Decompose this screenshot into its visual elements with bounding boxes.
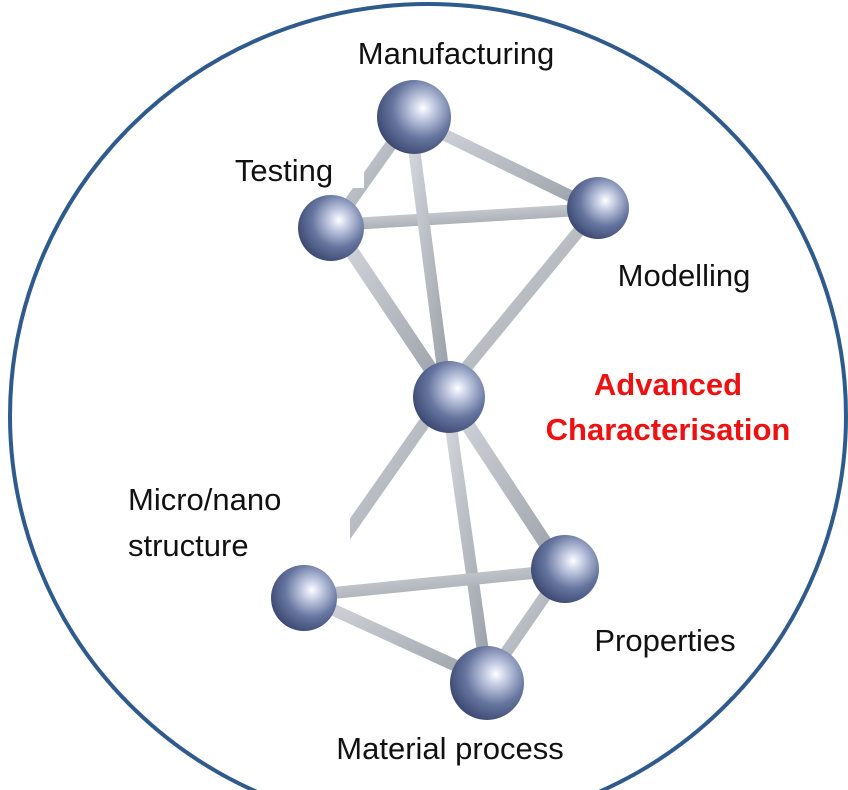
- label-manufacturing: Manufacturing: [358, 36, 554, 71]
- rod-manufacturing-center: [404, 112, 452, 398]
- outer-circle: [8, 2, 848, 790]
- label-testing: Testing: [235, 153, 333, 188]
- label-mask-testing: [218, 140, 364, 188]
- label-properties: Properties: [594, 623, 735, 658]
- label-advanced-line1: Advanced: [594, 367, 742, 402]
- label-advanced-line2: Characterisation: [546, 412, 791, 447]
- label-material-process: Material process: [336, 731, 563, 766]
- rods-upper: [327, 112, 603, 399]
- label-micro-line2: structure: [128, 528, 249, 563]
- sphere-testing: [298, 195, 364, 261]
- sphere-modelling: [567, 177, 629, 239]
- rod-micro-properties: [297, 564, 569, 602]
- label-micro-line1: Micro/nano: [128, 482, 281, 517]
- label-mask-micro: [118, 478, 350, 574]
- rod-testing-modelling: [328, 203, 603, 231]
- sphere-properties: [531, 535, 599, 603]
- sphere-manufacturing: [377, 80, 451, 154]
- rod-center-process: [440, 386, 493, 686]
- sphere-micro: [271, 565, 337, 631]
- rod-modelling-center: [440, 203, 603, 398]
- label-modelling: Modelling: [618, 258, 751, 293]
- spheres: [271, 80, 629, 720]
- sphere-center: [413, 361, 485, 433]
- sphere-process: [450, 646, 524, 720]
